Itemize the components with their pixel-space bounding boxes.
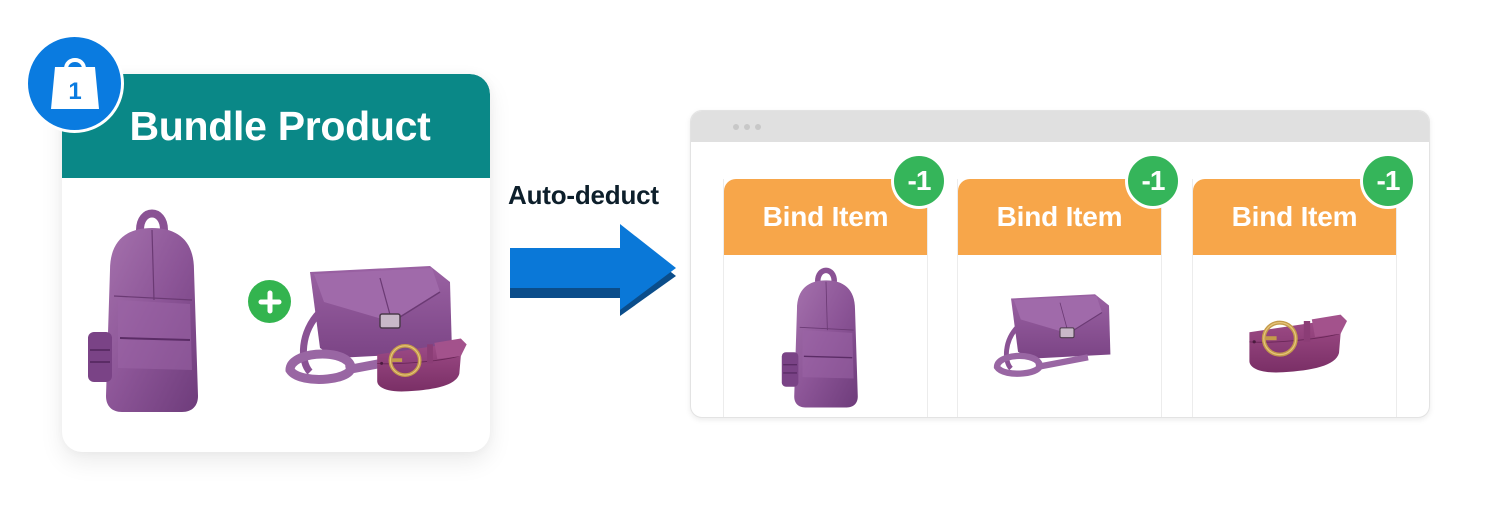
bundle-product-card: Bundle Product <box>62 74 490 452</box>
deduct-badge: -1 <box>1360 153 1416 209</box>
browser-window: Bind Item Bind Item Bind Item -1 -1 -1 <box>690 110 1430 418</box>
bind-item-card: Bind Item <box>957 179 1162 418</box>
bundle-count-badge: 1 <box>25 34 124 133</box>
bind-item-label: Bind Item <box>996 201 1123 232</box>
arrow-right-icon <box>508 224 683 316</box>
bind-item-label: Bind Item <box>1231 201 1358 232</box>
belt-image <box>1235 297 1355 377</box>
bind-item-image <box>724 255 927 418</box>
backpack-image <box>82 200 222 420</box>
auto-deduct-label: Auto-deduct <box>508 180 659 210</box>
window-dot <box>744 123 750 130</box>
bind-item-label: Bind Item <box>762 201 889 232</box>
badge-number: 1 <box>68 78 81 105</box>
shopping-bag-icon: 1 <box>50 57 99 109</box>
bind-item-header: Bind Item <box>1193 179 1396 255</box>
deduct-badge: -1 <box>1125 153 1181 209</box>
plus-icon <box>248 280 291 323</box>
bind-item-header: Bind Item <box>724 179 927 255</box>
bind-item-card: Bind Item <box>723 179 928 418</box>
window-dot <box>733 123 739 130</box>
bind-item-image <box>1193 255 1396 418</box>
bundle-header: Bundle Product <box>62 74 490 178</box>
belt-image <box>364 322 474 396</box>
bind-item-image <box>958 255 1161 418</box>
deduct-badge: -1 <box>891 153 947 209</box>
browser-title-bar <box>691 111 1429 142</box>
bind-item-card: Bind Item <box>1192 179 1397 418</box>
window-dot <box>755 123 761 130</box>
crossbody-bag-image <box>990 282 1130 392</box>
bundle-items <box>62 178 490 452</box>
bundle-title: Bundle Product <box>129 102 431 149</box>
backpack-image <box>776 261 876 413</box>
